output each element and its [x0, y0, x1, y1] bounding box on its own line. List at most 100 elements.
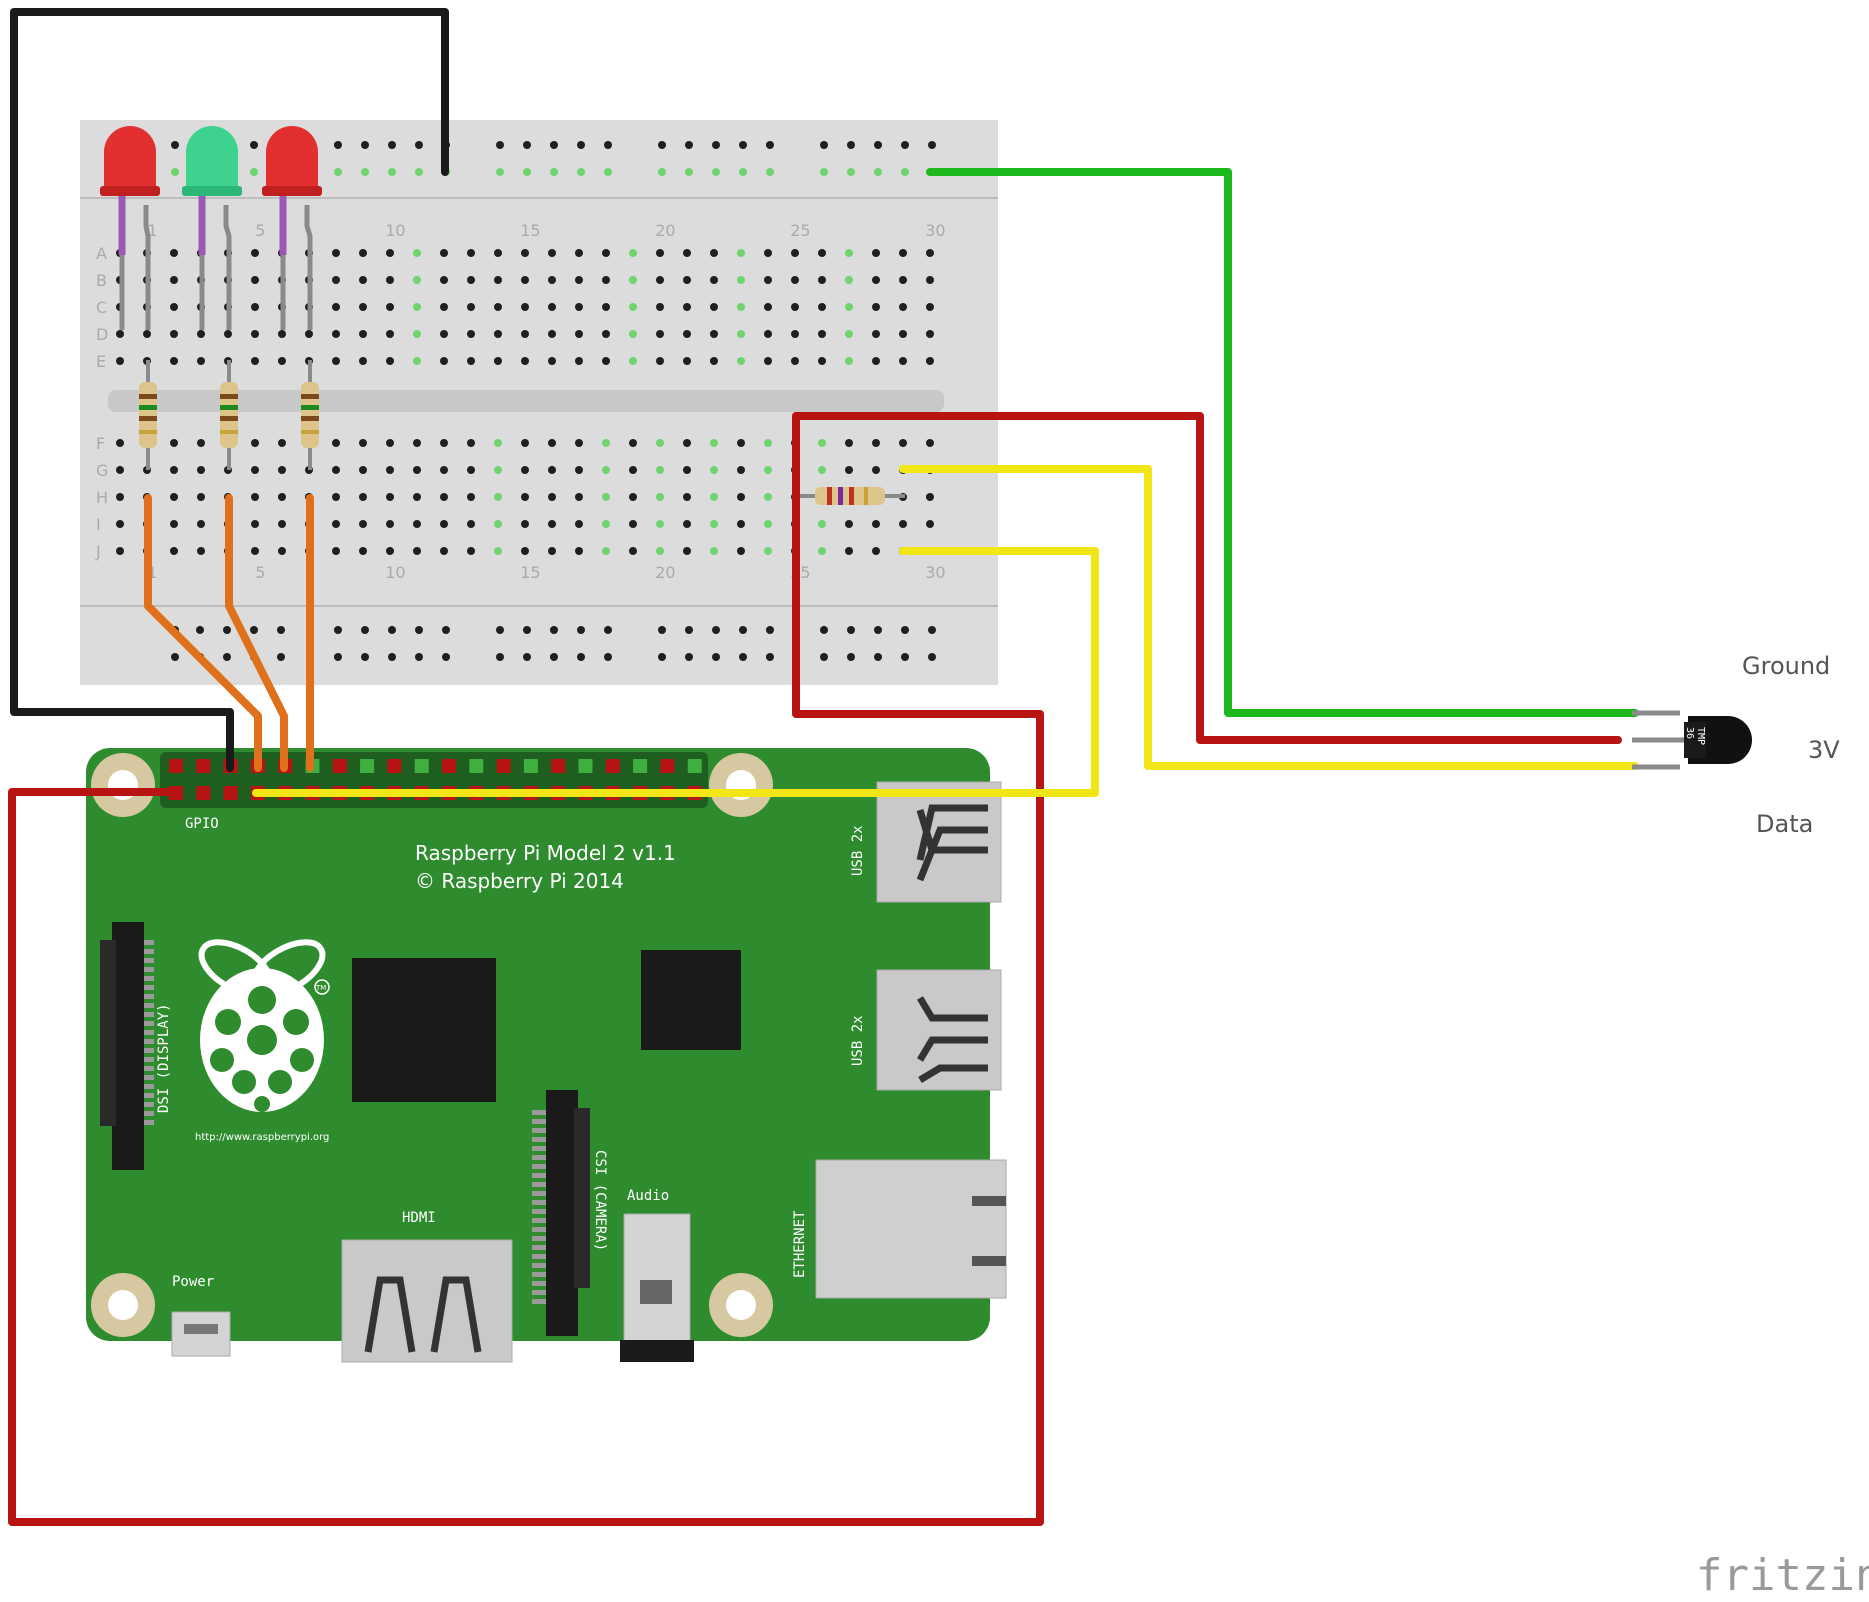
breadboard-hole	[521, 439, 529, 447]
breadboard-hole	[872, 249, 880, 257]
breadboard-hole	[467, 249, 475, 257]
breadboard-hole	[901, 626, 909, 634]
breadboard-hole	[440, 276, 448, 284]
gpio-pin	[551, 759, 566, 773]
breadboard-hole	[575, 249, 583, 257]
breadboard-hole	[386, 547, 394, 555]
breadboard-hole	[683, 466, 691, 474]
breadboard-hole	[467, 547, 475, 555]
breadboard-hole	[845, 466, 853, 474]
breadboard-hole	[656, 330, 664, 338]
breadboard-hole	[440, 493, 448, 501]
breadboard-hole	[413, 276, 421, 284]
breadboard-hole	[602, 547, 610, 555]
breadboard-hole	[604, 626, 612, 634]
breadboard-hole	[116, 439, 124, 447]
breadboard-hole	[739, 168, 747, 176]
breadboard-hole	[332, 547, 340, 555]
breadboard-hole	[685, 168, 693, 176]
breadboard-hole	[550, 141, 558, 149]
breadboard-hole	[251, 357, 259, 365]
breadboard-hole	[521, 520, 529, 528]
breadboard-row-letter: G	[96, 461, 108, 480]
breadboard-hole	[764, 303, 772, 311]
breadboard-hole	[359, 466, 367, 474]
hdmi-label: HDMI	[402, 1210, 436, 1226]
breadboard-hole	[278, 330, 286, 338]
breadboard-column-number: 1	[147, 221, 157, 240]
breadboard-hole	[710, 493, 718, 501]
wires	[8, 8, 1639, 1526]
csi-label: CSI (CAMERA)	[592, 1150, 608, 1251]
gpio-label: GPIO	[185, 816, 219, 832]
breadboard-hole	[820, 653, 828, 661]
breadboard-hole	[656, 276, 664, 284]
breadboard-hole	[926, 330, 934, 338]
breadboard-hole	[415, 168, 423, 176]
breadboard-hole	[197, 520, 205, 528]
breadboard-hole	[710, 249, 718, 257]
fritzing-watermark: fritzing	[1696, 1550, 1869, 1601]
breadboard-hole	[386, 357, 394, 365]
breadboard-hole	[277, 626, 285, 634]
breadboard-hole	[496, 168, 504, 176]
breadboard-hole	[170, 547, 178, 555]
wire-red-3v-pi	[8, 412, 1622, 1526]
breadboard-hole	[899, 249, 907, 257]
breadboard-hole	[683, 303, 691, 311]
breadboard-hole	[278, 439, 286, 447]
breadboard-hole	[442, 626, 450, 634]
trademark-mark: TM	[315, 984, 326, 992]
breadboard-hole	[847, 168, 855, 176]
breadboard-hole	[116, 547, 124, 555]
breadboard-hole	[764, 276, 772, 284]
breadboard-hole	[872, 439, 880, 447]
breadboard-hole	[710, 466, 718, 474]
tmp36-sensor: TMP36	[1632, 710, 1752, 770]
dsi-connector	[100, 922, 154, 1170]
breadboard-hole	[845, 249, 853, 257]
breadboard-column-number: 5	[255, 221, 265, 240]
breadboard-hole	[629, 547, 637, 555]
gpio-pin	[660, 759, 675, 773]
breadboard-hole	[277, 653, 285, 661]
gpio-pin	[169, 759, 183, 773]
breadboard-hole	[766, 626, 774, 634]
breadboard-hole	[656, 493, 664, 501]
breadboard-hole	[332, 466, 340, 474]
breadboard-hole	[629, 439, 637, 447]
resistor-1	[139, 360, 157, 470]
breadboard-hole	[223, 653, 231, 661]
sensor-chip-text: TMP36	[1684, 727, 1706, 745]
breadboard-hole	[334, 168, 342, 176]
breadboard-hole	[171, 141, 179, 149]
gpio-pin	[633, 759, 648, 773]
breadboard-hole	[872, 330, 880, 338]
breadboard-hole	[791, 330, 799, 338]
breadboard-hole	[548, 249, 556, 257]
breadboard-hole	[629, 493, 637, 501]
breadboard-hole	[521, 547, 529, 555]
breadboard-row-letter: I	[96, 515, 101, 534]
breadboard-column-number: 1	[147, 563, 157, 582]
breadboard-hole	[521, 466, 529, 474]
breadboard-hole	[388, 626, 396, 634]
breadboard-hole	[872, 303, 880, 311]
gpio-pin	[578, 759, 593, 773]
breadboard-row-letter: C	[96, 298, 107, 317]
breadboard-hole	[170, 249, 178, 257]
breadboard-hole	[548, 466, 556, 474]
breadboard-hole	[359, 547, 367, 555]
breadboard-hole	[710, 547, 718, 555]
breadboard-hole	[305, 330, 313, 338]
breadboard-hole	[251, 330, 259, 338]
breadboard-hole	[928, 626, 936, 634]
breadboard-hole	[332, 330, 340, 338]
breadboard-column-number: 10	[385, 563, 405, 582]
breadboard-hole	[899, 276, 907, 284]
breadboard-hole	[170, 330, 178, 338]
breadboard-hole	[575, 547, 583, 555]
breadboard-hole	[196, 626, 204, 634]
breadboard-hole	[197, 357, 205, 365]
breadboard-hole	[251, 466, 259, 474]
